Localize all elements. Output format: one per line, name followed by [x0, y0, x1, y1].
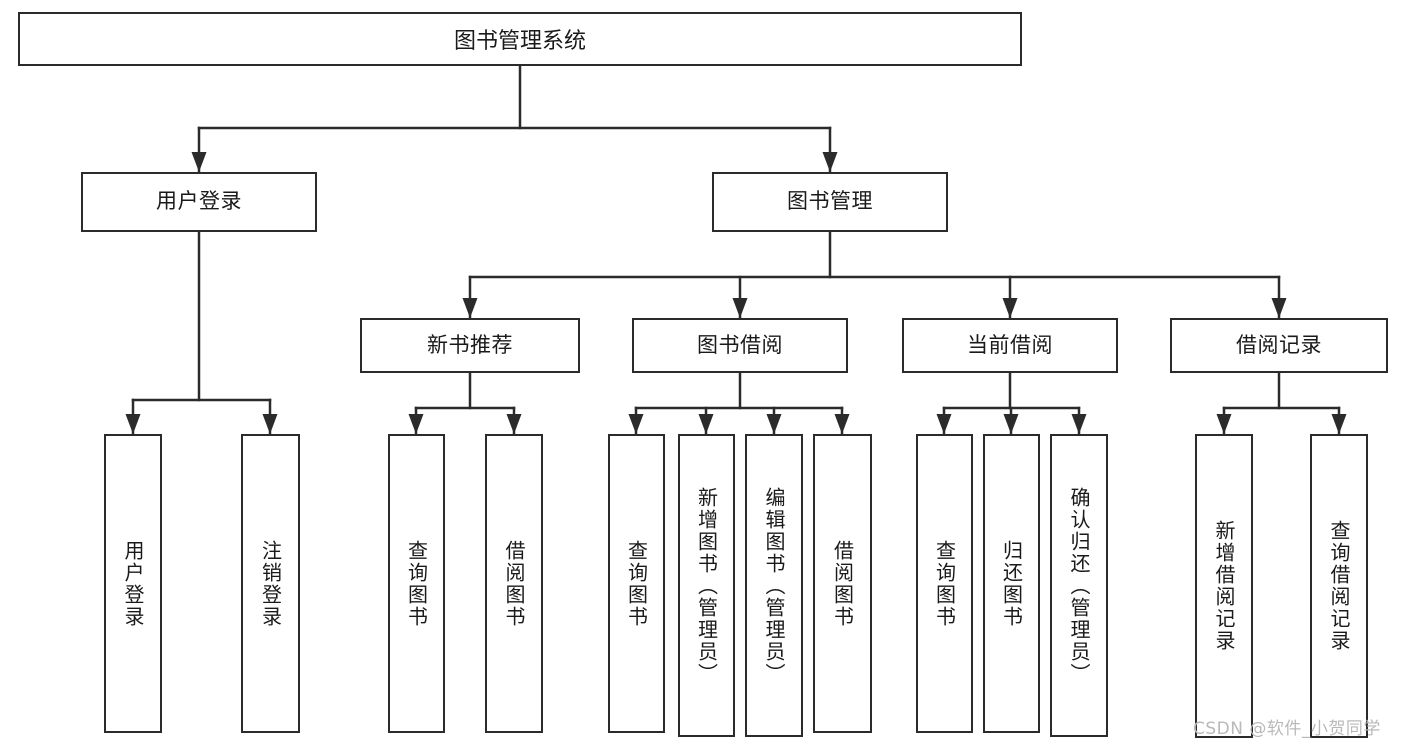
leaf-node-label: 编辑图书（管理员）: [762, 486, 786, 685]
watermark-text: CSDN @软件_小贺同学: [1193, 719, 1381, 739]
leaf-node[interactable]: 借阅图书: [813, 434, 872, 733]
leaf-node-label: 新增图书（管理员）: [694, 486, 719, 685]
leaf-node[interactable]: 借阅图书: [485, 434, 543, 733]
leaf-node[interactable]: 查询图书: [608, 434, 665, 733]
node-borrow-record[interactable]: 借阅记录: [1170, 318, 1388, 373]
leaf-node-label: 归还图书: [999, 539, 1024, 628]
leaf-node[interactable]: 编辑图书（管理员）: [745, 434, 803, 737]
leaf-node[interactable]: 新增借阅记录: [1195, 434, 1253, 738]
node-current-borrow-label: 当前借阅: [967, 332, 1053, 357]
leaf-node[interactable]: 查询图书: [916, 434, 973, 733]
leaf-node[interactable]: 新增图书（管理员）: [678, 434, 735, 737]
leaf-node[interactable]: 归还图书: [983, 434, 1040, 733]
leaf-node[interactable]: 查询借阅记录: [1310, 434, 1368, 738]
node-user-login-label: 用户登录: [156, 189, 242, 214]
node-borrow-record-label: 借阅记录: [1236, 332, 1322, 357]
node-book-borrow[interactable]: 图书借阅: [632, 318, 848, 373]
node-user-login[interactable]: 用户登录: [81, 172, 317, 232]
leaf-node-label: 查询图书: [932, 539, 957, 628]
leaf-node-label: 用户登录: [121, 539, 145, 628]
node-book-borrow-label: 图书借阅: [697, 332, 783, 357]
node-root[interactable]: 图书管理系统: [18, 12, 1022, 66]
leaf-node-label: 查询图书: [624, 539, 649, 628]
leaf-node-label: 新增借阅记录: [1212, 520, 1236, 652]
leaf-node[interactable]: 用户登录: [104, 434, 162, 733]
leaf-node-label: 注销登录: [258, 539, 283, 628]
leaf-node-label: 借阅图书: [830, 539, 855, 628]
leaf-node-label: 借阅图书: [502, 539, 526, 628]
node-book-management[interactable]: 图书管理: [712, 172, 948, 232]
leaf-node-label: 查询借阅记录: [1327, 520, 1351, 652]
node-book-management-label: 图书管理: [787, 189, 873, 214]
node-current-borrow[interactable]: 当前借阅: [902, 318, 1118, 373]
leaf-node-label: 查询图书: [404, 539, 429, 628]
leaf-node-label: 确认归还（管理员）: [1067, 486, 1091, 685]
node-new-book-recommend-label: 新书推荐: [427, 332, 513, 357]
leaf-node[interactable]: 查询图书: [388, 434, 445, 733]
node-new-book-recommend[interactable]: 新书推荐: [360, 318, 580, 373]
leaf-node[interactable]: 注销登录: [241, 434, 300, 733]
leaf-node[interactable]: 确认归还（管理员）: [1050, 434, 1108, 737]
node-root-label: 图书管理系统: [453, 29, 586, 54]
